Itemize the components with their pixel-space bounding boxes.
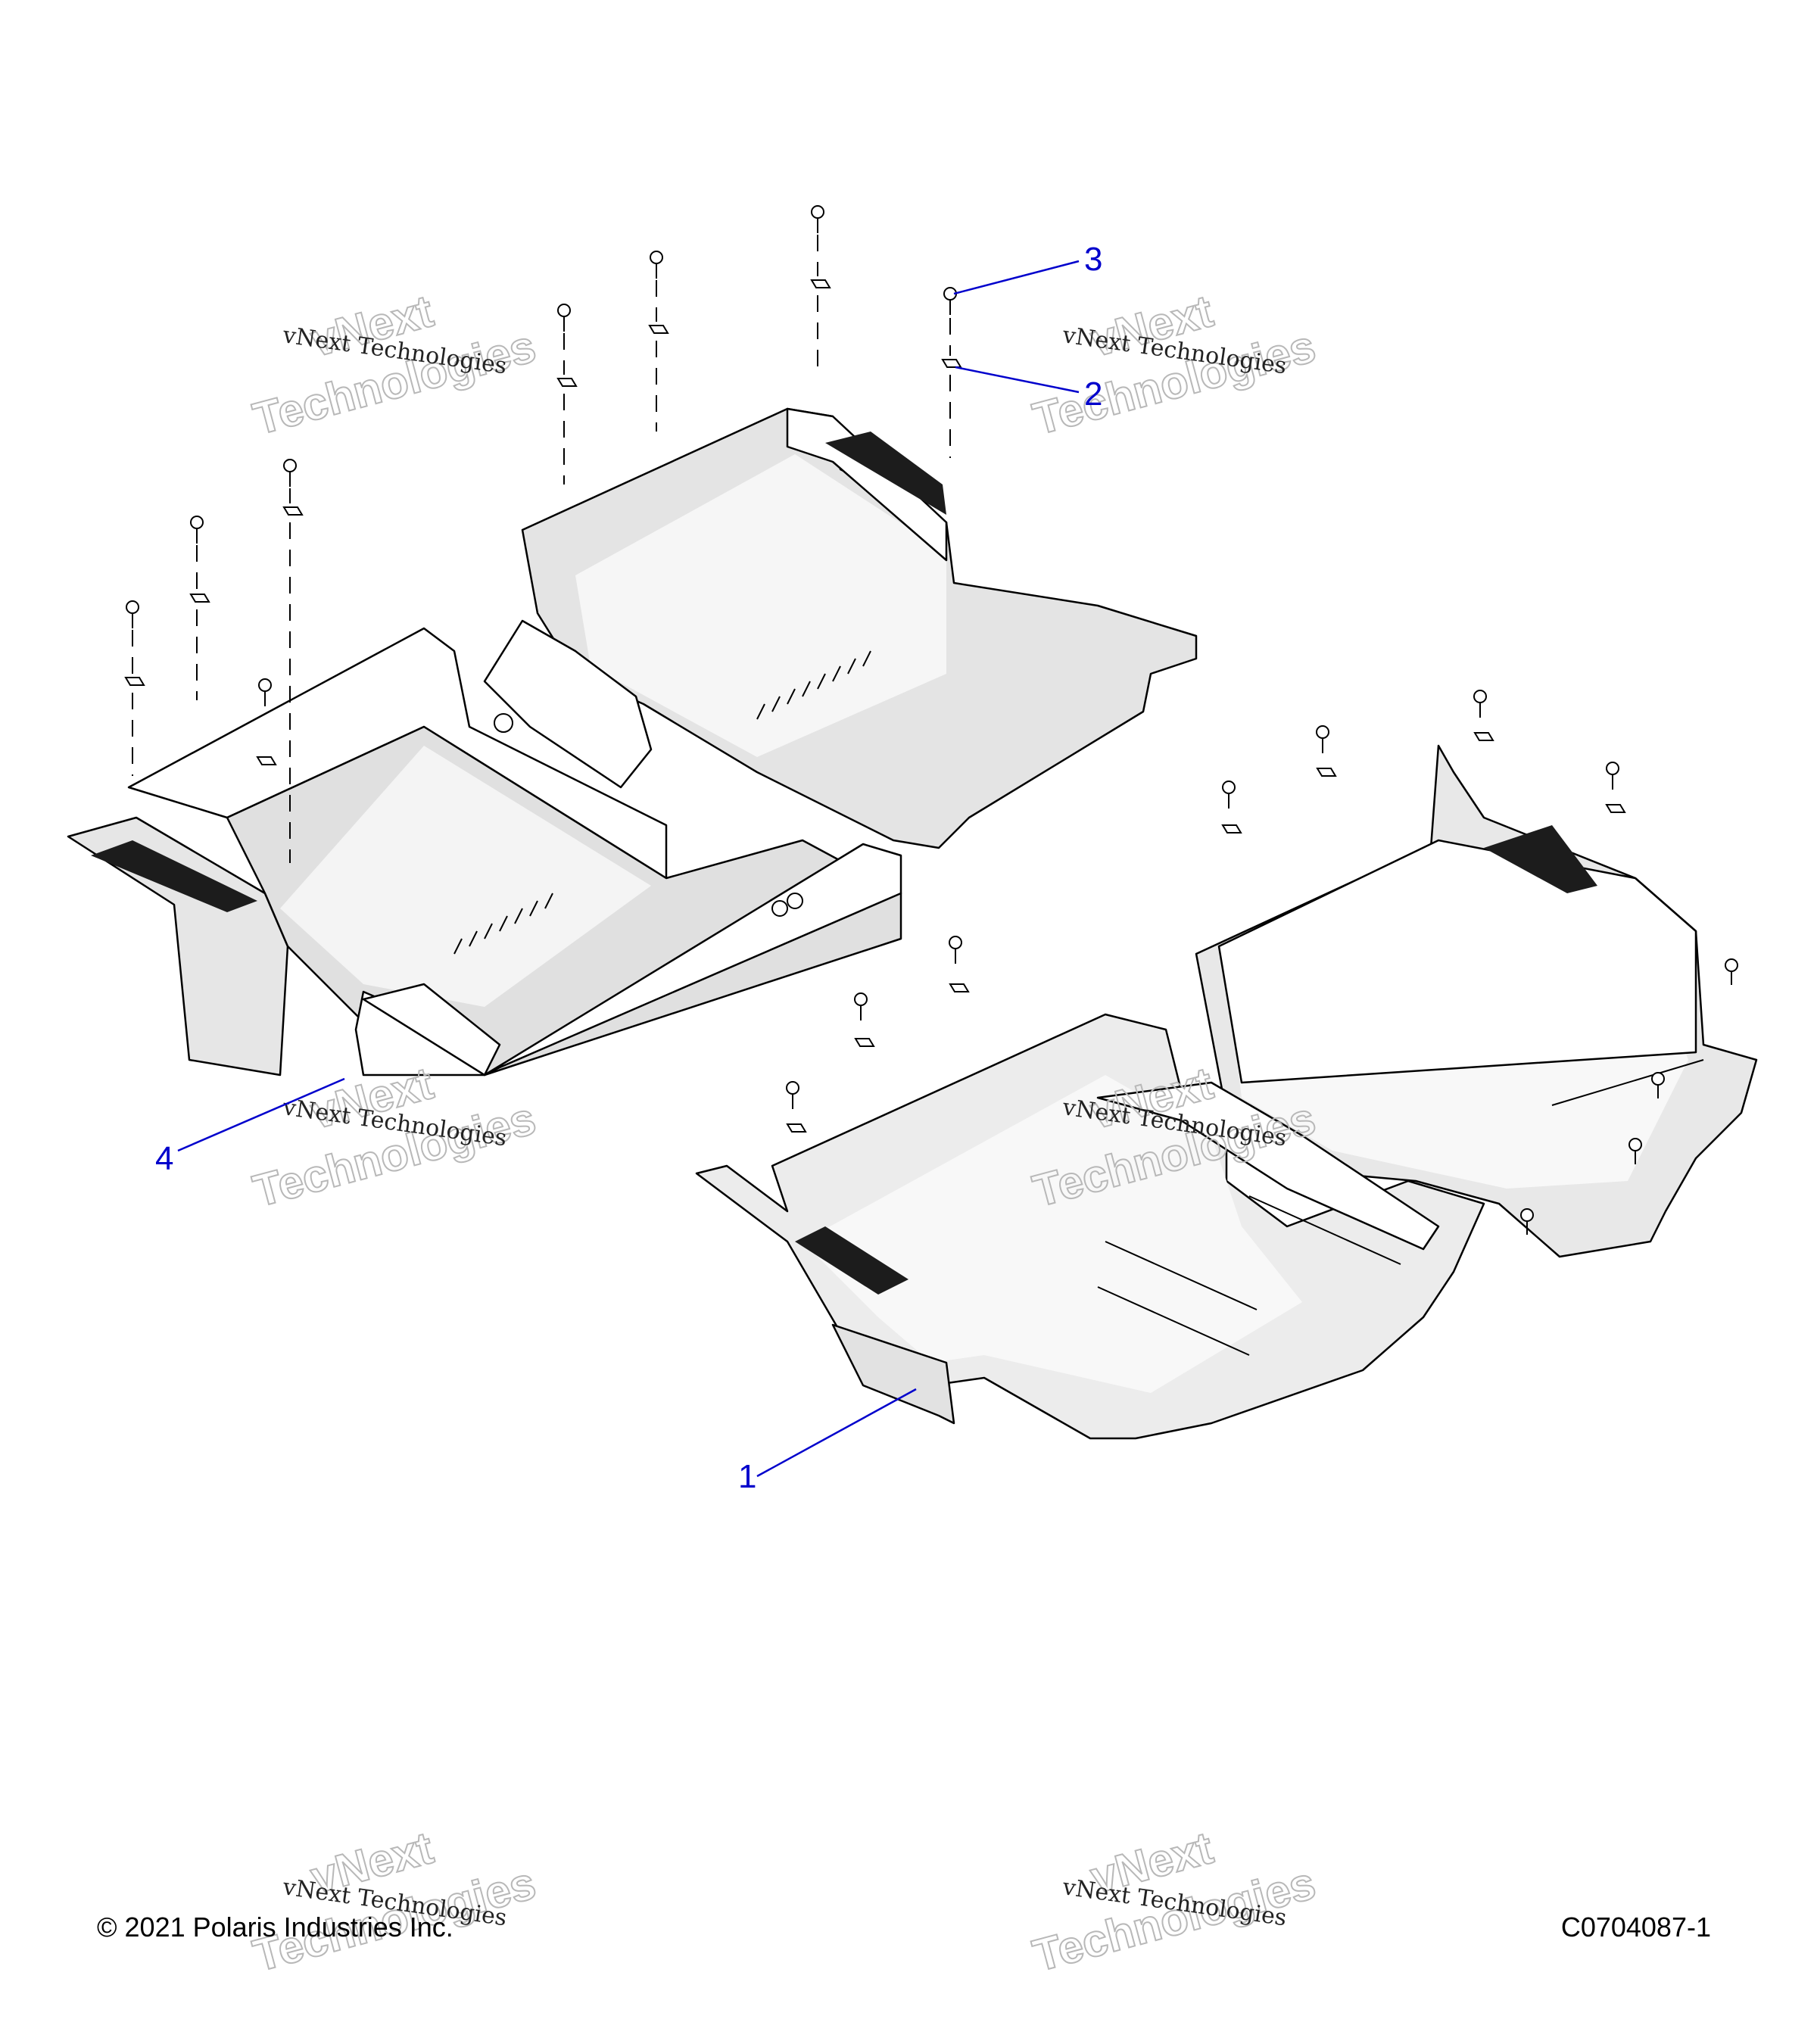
- screw-icon: [190, 516, 204, 544]
- screw-icon: [283, 459, 297, 487]
- clip-icon: [1473, 732, 1494, 741]
- screw-icon: [943, 287, 957, 315]
- screw-icon: [1651, 1072, 1665, 1098]
- clip-icon: [949, 983, 970, 992]
- screw-icon: [650, 251, 663, 279]
- callout-1: 1: [738, 1458, 756, 1495]
- screw-icon: [786, 1081, 799, 1109]
- screw-icon: [1725, 958, 1738, 985]
- callout-4: 4: [155, 1140, 173, 1177]
- floor-assembly-part-4: [67, 407, 1198, 1077]
- clip-icon: [124, 677, 145, 686]
- screw-icon: [1520, 1208, 1534, 1235]
- clip-icon: [556, 378, 578, 387]
- clip-icon: [648, 325, 669, 334]
- screw-icon: [258, 678, 272, 706]
- callout-leader-2: [955, 366, 1080, 394]
- callout-2: 2: [1084, 375, 1102, 413]
- clip-icon: [786, 1123, 807, 1133]
- clip-icon: [941, 359, 962, 368]
- clip-icon: [1605, 804, 1626, 813]
- clip-icon: [854, 1038, 875, 1047]
- callout-leader-4: [177, 1077, 345, 1152]
- clip-icon: [1221, 824, 1242, 833]
- clip-icon: [256, 756, 277, 765]
- drawing-number: C0704087-1: [1560, 1912, 1711, 1943]
- callout-leader-1: [756, 1388, 917, 1478]
- screw-icon: [1316, 725, 1329, 753]
- clip-icon: [1316, 768, 1337, 777]
- screw-icon: [811, 205, 824, 233]
- clip-icon: [189, 594, 210, 603]
- callouts: [177, 260, 1080, 1478]
- fasteners: [124, 205, 1738, 1235]
- clip-icon: [810, 279, 831, 288]
- copyright-notice: © 2021 Polaris Industries Inc.: [97, 1912, 453, 1943]
- floor-assembly-part-1: [695, 744, 1758, 1440]
- screw-icon: [1628, 1138, 1642, 1164]
- screw-icon: [1606, 762, 1619, 790]
- clip-icon: [282, 506, 304, 516]
- screw-icon: [854, 992, 868, 1020]
- screw-icon: [949, 936, 962, 964]
- callout-leader-3: [953, 260, 1080, 295]
- screw-icon: [557, 304, 571, 332]
- screw-icon: [1222, 781, 1236, 809]
- screw-icon: [1473, 690, 1487, 718]
- screw-icon: [126, 600, 139, 628]
- callout-3: 3: [1084, 241, 1102, 278]
